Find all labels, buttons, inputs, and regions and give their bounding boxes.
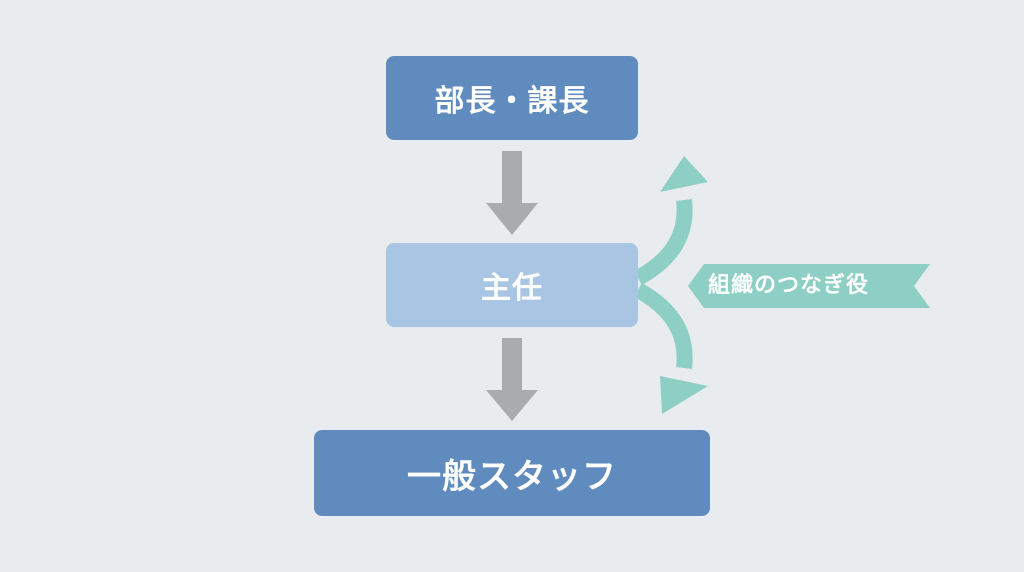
down-arrow-top [486, 151, 538, 235]
teal-down-arrow [634, 282, 708, 414]
down-arrow-bottom [486, 338, 538, 421]
role-ribbon-label: 組織のつなぎ役 [708, 273, 870, 298]
teal-up-arrow [634, 156, 708, 286]
management-node: 部長・課長 [386, 56, 638, 140]
supervisor-node-label: 主任 [481, 271, 543, 306]
role-ribbon-shape [688, 264, 930, 308]
supervisor-node: 主任 [386, 243, 638, 327]
staff-node: 一般スタッフ [314, 430, 710, 516]
staff-node-label: 一般スタッフ [407, 456, 617, 497]
management-node-label: 部長・課長 [434, 84, 590, 119]
